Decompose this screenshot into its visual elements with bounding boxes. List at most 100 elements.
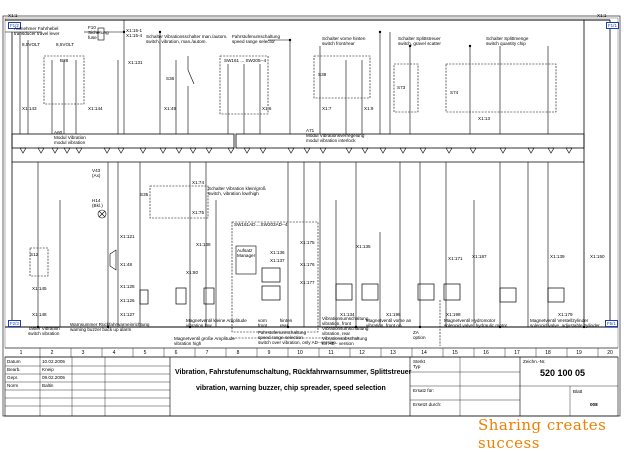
label-modul-a71: A71 Modul Vibrationsverregelung modul vi… [306,128,365,143]
column-number: 15 [452,350,458,356]
terminal-label: X1:150 [590,254,605,259]
tb-zeichnung: 520 100 05 [540,368,586,378]
tb-blatt-label: Blatt [573,389,583,394]
tb-bearb-name: Kneip [42,367,54,372]
label-switch-quantity-chip: Schalter Splittmenge switch quantity chi… [486,36,529,46]
label-vib-ad: Vibrationsabschaltung for AD - version [322,336,368,346]
terminal-label: X1:198 [446,312,461,317]
column-number: 16 [483,350,489,356]
corner-terminal-left: X1:1 [8,13,18,18]
label-mv-hydraulic: Magnetventil Hydromotor solenoid valve, … [444,318,508,328]
page-ref-top-left[interactable]: F1/2 [8,22,21,29]
label-b28: B28 [60,58,69,63]
tb-bearb-label: Bearb. [7,367,21,372]
label-switch-vib-low-high: Schalter Vibration klein/groß switch, vi… [208,186,266,196]
terminal-label: X1:48 [120,262,133,267]
column-number: 6 [174,350,178,356]
tb-datum-label: Datum [7,359,21,364]
label-s73: S73 [397,85,406,90]
label-za-option: ZA option [413,330,426,340]
label-switch-man-auto: Schalter Vibrationsschalter man./autom. … [146,34,228,44]
label-vib-front: Vibrationsumschaltung vibration, front [322,316,369,326]
tb-datum: 10.02.2005 [42,359,65,364]
sheet-frame [2,15,621,417]
terminal-label: X1:127 [120,312,135,317]
page-ref-bottom-right[interactable]: F5/1 [605,320,618,327]
terminal-label: X1:139 [550,254,565,259]
label-sw-top: SW161 ... SW205--4 [224,58,267,63]
tb-status: Sterkt Typ [413,359,425,369]
label-switch-gravel: Schalter Splittstreuer switch, gravel sc… [398,36,441,46]
tb-norm: Baltin [42,383,54,388]
column-number: 14 [421,350,427,356]
label-modul-a60: A60 Modul Vibration modul vibration [54,130,86,145]
terminal-label: X1:148 [32,312,47,317]
terminal-label: X1:171 [448,256,463,261]
modul-a60-bar [11,133,235,149]
column-number: 18 [545,350,551,356]
terminal-label: X1:196 [386,312,401,317]
terminal-label: X1:74 [192,180,205,185]
terminal-label: X1:134 [340,312,355,317]
terminal-label: X1:187 [472,254,487,259]
label-s12: S12 [30,252,39,257]
terminal-label: X1:145 [32,286,47,291]
terminal-label: X1:75 [192,210,205,215]
tb-ersetzt-label: Ersetzt durch: [413,402,442,407]
column-number: 11 [328,350,334,356]
label-h14: H14 (Bkl.) [92,198,103,208]
column-number: 5 [143,350,147,356]
label-s35: S35 [140,192,149,197]
tb-zeichnung-label: Zeichn.-Nr. [523,359,546,364]
terminal-label: X1:138 [196,242,211,247]
column-number: 4 [112,350,116,356]
terminal-label: X1:128 [120,284,135,289]
label-warning-buzzer: Warnsummer Rückfahrwarneinrichtung warni… [70,322,150,332]
column-number: 9 [267,350,271,356]
label-speed-range-selector: Fahrstufenumschaltung speed range select… [232,34,281,44]
terminal-label: X1:137 [270,258,285,263]
terminal-label: X1:80 [186,270,199,275]
terminal-label: X1:9 [364,106,374,111]
title-block-frame [4,356,619,417]
column-number: 2 [50,350,54,356]
label-s74: S74 [450,90,459,95]
terminal-label: X1:144 [88,106,103,111]
label-mv-low: Magnetventil kleine Amplitude vibration … [186,318,247,328]
label-v43: V43 (Ax) [92,168,101,178]
column-number: 20 [607,350,613,356]
label-switch-front-rear: Schalter vorne hinten switch front/rear [322,36,366,46]
label-aufsatz-manager: Aufsatz Manager [237,248,256,258]
watermark-text: Sharing creates success [478,416,607,452]
terminal-label: X1:131 [128,60,143,65]
label-sw-mid: SW161AD....SW203AD--4 [234,222,288,227]
tb-title-de: Vibration, Fahrstufenumschaltung, Rückfa… [175,369,412,376]
column-number: 10 [297,350,303,356]
page-ref-top-right[interactable]: F1/1 [606,22,619,29]
label-x15: X1:15-1 X1:15-4 [126,28,143,38]
label-8-5-volt-b: 8,5VOLT [56,42,75,47]
terminal-label: X1:7 [322,106,332,111]
column-number: 13 [390,350,396,356]
tb-norm-label: Norm [7,383,19,388]
terminal-label: X1:6 [262,106,272,111]
tb-gepr-label: Gepr. [7,375,19,380]
label-fuse: F10 Sicherung fuse [88,25,109,40]
tb-blatt: 008 [590,402,598,407]
label-switch-vibration: Taster Vibration switch vibration [28,326,60,336]
terminal-label: X1:135 [356,244,371,249]
terminal-label: X1:175 [300,240,315,245]
column-number: 8 [236,350,240,356]
terminal-label: X1:136 [270,250,285,255]
column-number: 3 [81,350,85,356]
label-front-rear-short: vorn hinten front rear [258,318,293,328]
page-ref-bottom-left[interactable]: F2/3 [8,320,21,327]
terminal-label: X1:121 [120,234,135,239]
tb-ersatz-label: Ersatz für: [413,388,434,393]
wiring-diagram-sheet: X1:1 X1:1 F1/2 F1/1 F2/3 F5/1 Aufnehmer … [2,13,621,452]
label-mv-high: Magnetventil große Amplitude vibration h… [174,336,235,346]
schematic-canvas [2,15,621,417]
tb-title-en: vibration, warning buzzer, chip spreader… [196,385,386,392]
column-number: 1 [19,350,23,356]
label-8-5-volt: 8,5VOLT [22,42,41,47]
